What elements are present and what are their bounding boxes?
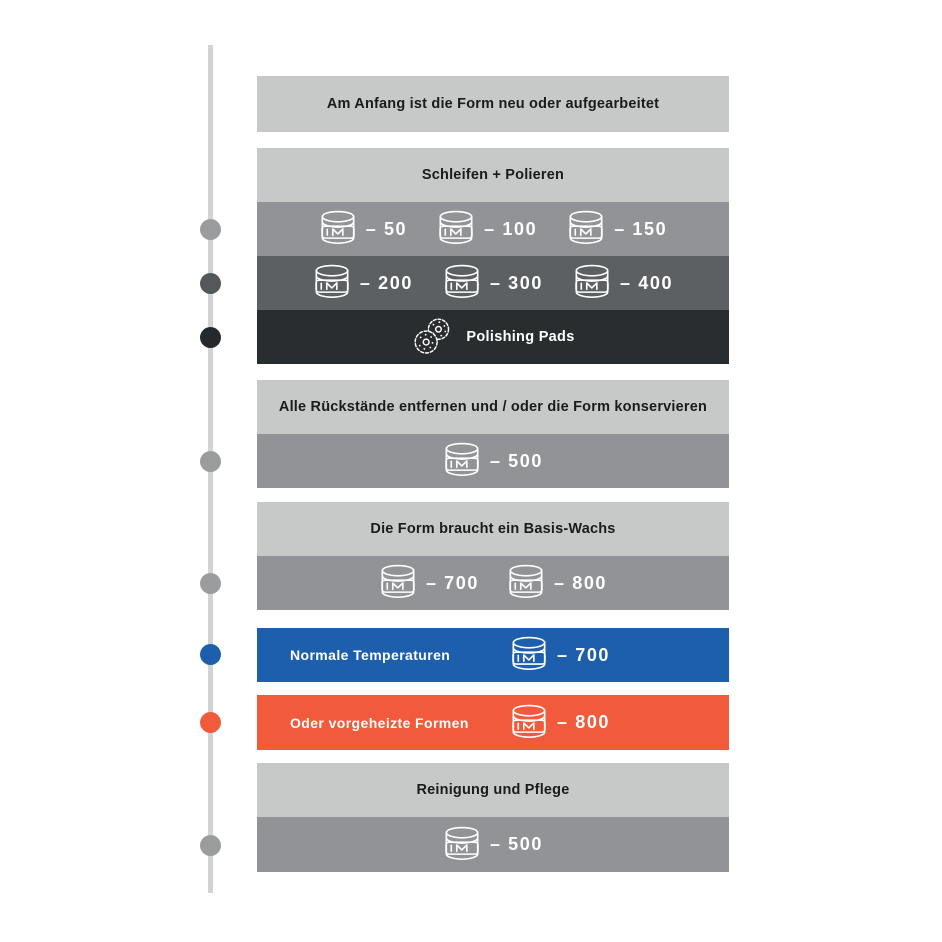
step-basewax-header: Die Form braucht ein Basis-Wachs <box>257 502 729 556</box>
basewax-row: – 700 – 800 <box>257 556 729 610</box>
product-item: – 500 <box>443 441 543 481</box>
product-number: – 500 <box>489 834 544 854</box>
product-number: – 150 <box>614 218 668 239</box>
sanding-row-pads: Polishing Pads <box>257 310 729 364</box>
step-preheated: Oder vorgeheizte Formen – 800 <box>257 695 729 750</box>
timeline-dot-cleanup <box>200 451 221 472</box>
sanding-row-coarse: – 200 – 300 – 400 <box>257 256 729 310</box>
step-sanding-title: Schleifen + Polieren <box>421 167 565 183</box>
wax-can-icon <box>512 704 546 738</box>
wax-can-icon <box>575 264 609 298</box>
wax-can-icon <box>445 264 479 298</box>
timeline-dot-sanding-coarse <box>200 273 221 294</box>
product-item: – 800 <box>507 563 607 603</box>
timeline-dot-preheated <box>200 712 221 733</box>
product-item: – 800 <box>510 703 610 743</box>
step-cleanup-title: Alle Rückstände entfernen und / oder die… <box>278 399 708 415</box>
product-number: – 300 <box>489 272 544 293</box>
product-item: – 300 <box>443 263 543 303</box>
step-cleanup-header: Alle Rückstände entfernen und / oder die… <box>257 380 729 434</box>
product-number: – 100 <box>484 218 538 239</box>
cleanup-row: – 500 <box>257 434 729 488</box>
product-item: – 150 <box>567 209 667 249</box>
product-number: – 700 <box>557 644 611 665</box>
wax-can-icon <box>445 826 479 860</box>
wax-can-icon <box>381 564 415 598</box>
wax-can-icon <box>315 264 349 298</box>
care-row: – 500 <box>257 817 729 872</box>
step-care-title: Reinigung und Pflege <box>416 782 570 798</box>
wax-can-icon <box>509 564 543 598</box>
step-start-banner: Am Anfang ist die Form neu oder aufgearb… <box>257 76 729 132</box>
product-item: – 400 <box>573 263 673 303</box>
wax-can-icon <box>320 210 355 244</box>
product-number: – 50 <box>365 218 408 239</box>
timeline-dot-basewax <box>200 573 221 594</box>
product-number: – 700 <box>425 572 479 593</box>
wax-can-icon <box>445 442 479 476</box>
preheated-label: Oder vorgeheizte Formen <box>290 714 469 731</box>
product-item: – 700 <box>510 635 610 675</box>
wax-can-icon <box>512 636 546 670</box>
wax-can-icon <box>439 210 473 244</box>
step-sanding-header: Schleifen + Polieren <box>257 148 729 202</box>
product-number: – 200 <box>359 272 413 293</box>
wax-can-icon <box>569 210 603 244</box>
normal-temp-label: Normale Temperaturen <box>290 647 451 663</box>
product-item: – 700 <box>379 563 479 603</box>
product-item: – 200 <box>313 263 413 303</box>
timeline-dot-normal-temp <box>200 644 221 665</box>
step-basewax-title: Die Form braucht ein Basis-Wachs <box>370 521 616 537</box>
product-number: – 400 <box>620 272 674 293</box>
product-number: – 800 <box>554 572 608 593</box>
sanding-row-fine: – 50 – 100 – 150 <box>257 202 729 256</box>
product-item: – 100 <box>437 209 537 249</box>
product-item: – 50 <box>319 209 407 249</box>
polishing-pads-icon <box>414 318 450 354</box>
product-number: – 500 <box>489 450 544 471</box>
timeline-dot-sanding-fine <box>200 219 221 240</box>
step-care-header: Reinigung und Pflege <box>257 763 729 817</box>
step-start-title: Am Anfang ist die Form neu oder aufgearb… <box>326 96 660 112</box>
polishing-pads-label: Polishing Pads <box>466 329 575 345</box>
product-number: – 800 <box>557 712 611 732</box>
product-item: – 500 <box>443 825 543 865</box>
timeline-dot-care <box>200 835 221 856</box>
step-normal-temp: Normale Temperaturen – 700 <box>257 628 729 682</box>
timeline-dot-polishing-pads <box>200 327 221 348</box>
